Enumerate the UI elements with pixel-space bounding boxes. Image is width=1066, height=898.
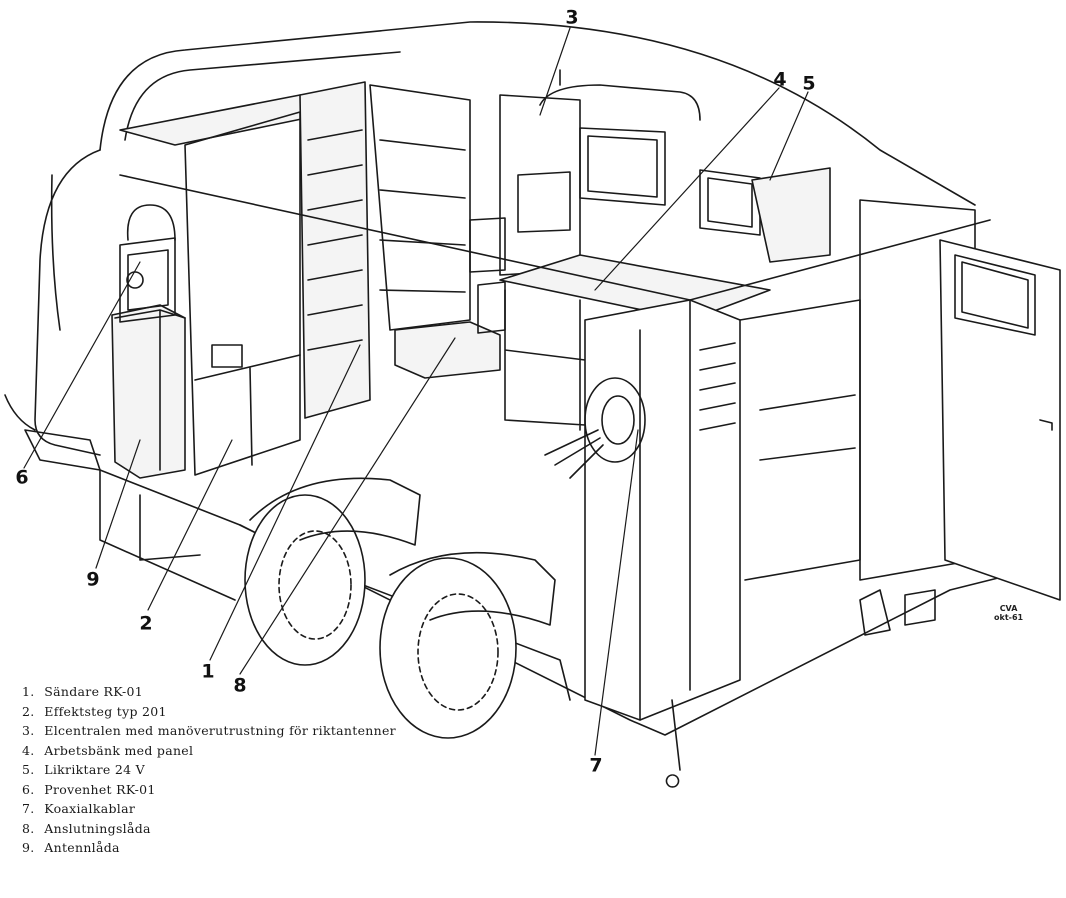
transmitter-rack xyxy=(299,81,371,419)
signature-line-2: okt-61 xyxy=(994,613,1024,622)
coax-cables xyxy=(544,429,604,479)
wheel-front-hub xyxy=(278,530,352,640)
mudguard-rear xyxy=(389,551,556,626)
door-handle xyxy=(1039,419,1053,431)
signature-line-1: CVA xyxy=(999,604,1018,613)
wheel-rear xyxy=(379,557,517,739)
right-shelving xyxy=(739,299,861,581)
tow-bar xyxy=(4,394,101,471)
legend-number: 1. xyxy=(22,684,35,699)
legend-text: Elcentralen med manöverutrustning för ri… xyxy=(44,723,396,738)
legend-text: Anslutningslåda xyxy=(44,820,151,836)
left-cabinet xyxy=(184,111,301,476)
legend-text: Koaxialkablar xyxy=(44,801,136,816)
cable-run xyxy=(539,69,701,121)
mudguard-front xyxy=(249,477,421,546)
artist-signature: CVA okt-61 xyxy=(994,604,1023,622)
left-cabinet-lower-doors xyxy=(194,354,301,466)
antenna-box-front xyxy=(114,309,186,471)
trailer-front-nose xyxy=(34,149,101,456)
middle-shelving xyxy=(369,84,471,331)
legend-number: 2. xyxy=(22,703,35,719)
legend-number: 7. xyxy=(22,801,35,816)
callout-2: 2 xyxy=(139,612,153,635)
support-leg xyxy=(665,699,681,788)
callout-5: 5 xyxy=(802,72,816,95)
parts-legend: 1. Sändare RK-01 2. Effektsteg typ 201 3… xyxy=(22,682,396,858)
rear-jack xyxy=(859,589,936,636)
trailer-front-edge xyxy=(50,174,61,331)
cable-drum xyxy=(584,377,646,463)
left-cabinet-panel xyxy=(211,344,243,368)
roof-rail xyxy=(119,174,991,301)
cable-drum-inner xyxy=(601,395,635,445)
leader-lines xyxy=(23,27,809,756)
wheel-front xyxy=(244,494,366,666)
legend-item: 8. Anslutningslåda xyxy=(22,819,396,839)
callout-7: 7 xyxy=(589,754,603,777)
antenna-box xyxy=(111,304,186,479)
legend-item: 2. Effektsteg typ 201 xyxy=(22,702,396,722)
legend-number: 4. xyxy=(22,742,35,758)
legend-item: 3. Elcentralen med manöverutrustning för… xyxy=(22,721,396,741)
legend-item: 4. Arbetsbänk med panel xyxy=(22,741,396,761)
callout-3: 3 xyxy=(565,6,579,29)
legend-text: Effektsteg typ 201 xyxy=(44,703,167,719)
side-window-1 xyxy=(579,127,666,206)
legend-item: 1. Sändare RK-01 xyxy=(22,682,396,702)
side-window-2 xyxy=(699,169,761,236)
legend-text: Antennlåda xyxy=(44,840,120,855)
test-unit-cable xyxy=(126,204,176,241)
legend-item: 6. Provenhet RK-01 xyxy=(22,780,396,800)
electric-centre-panel xyxy=(499,94,581,276)
callout-1: 1 xyxy=(201,660,215,683)
legend-item: 5. Likriktare 24 V xyxy=(22,760,396,780)
cabinet-vents xyxy=(699,342,736,431)
trailer-underside xyxy=(99,469,236,601)
legend-item: 7. Koaxialkablar xyxy=(22,799,396,819)
work-bench-body xyxy=(504,289,586,431)
trailer-roof-inner xyxy=(124,51,401,141)
rear-door-window xyxy=(954,254,1036,336)
callout-6: 6 xyxy=(15,466,29,489)
electric-centre-boxes xyxy=(469,171,571,334)
legend-item: 9. Antennlåda xyxy=(22,838,396,858)
callout-8: 8 xyxy=(233,674,247,697)
legend-number: 8. xyxy=(22,820,35,836)
wheel-rear-hub xyxy=(417,593,499,711)
rear-door xyxy=(939,239,1061,601)
legend-text: Sändare RK-01 xyxy=(44,684,144,699)
legend-number: 5. xyxy=(22,762,35,777)
legend-number: 9. xyxy=(22,840,35,855)
legend-text: Provenhet RK-01 xyxy=(44,781,156,797)
transmitter-drawers xyxy=(307,129,363,351)
middle-shelves xyxy=(379,139,466,293)
legend-text: Likriktare 24 V xyxy=(44,762,145,777)
legend-number: 6. xyxy=(22,781,35,797)
trailer-floor xyxy=(99,469,1011,736)
callout-4: 4 xyxy=(773,68,787,91)
legend-number: 3. xyxy=(22,723,35,738)
rectifier xyxy=(751,167,831,263)
callout-9: 9 xyxy=(86,568,100,591)
legend-text: Arbetsbänk med panel xyxy=(44,742,194,758)
